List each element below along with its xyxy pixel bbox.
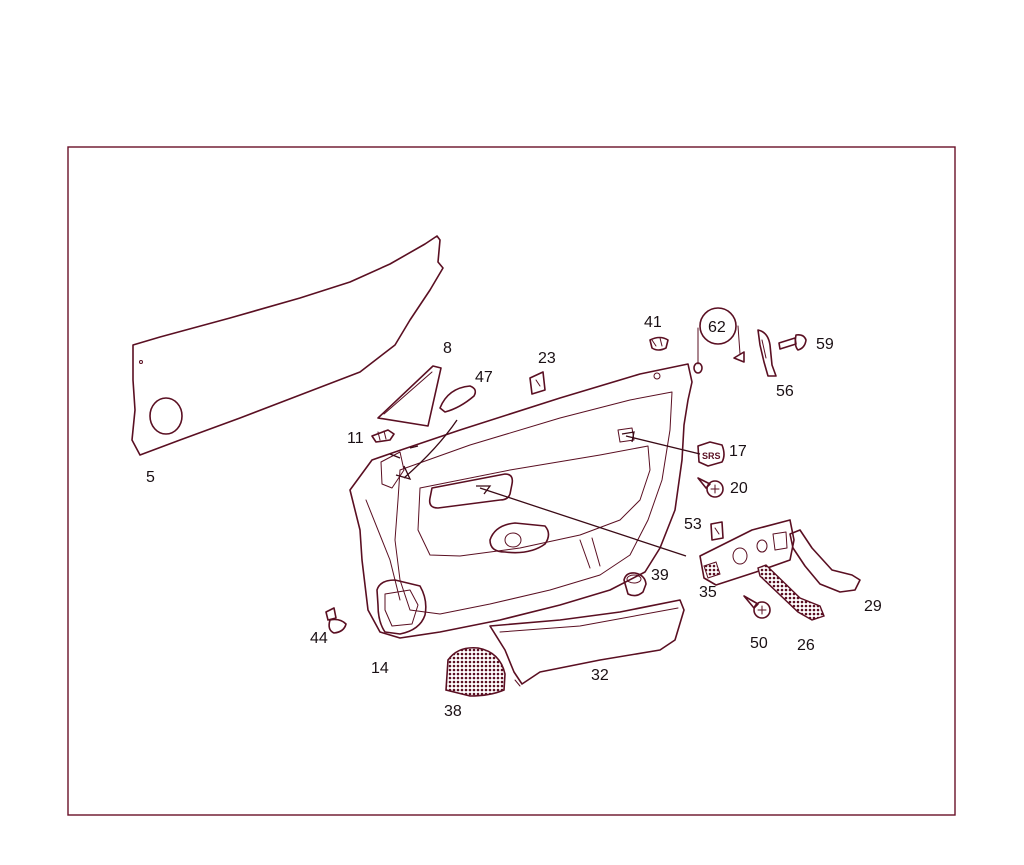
label-41: 41 <box>644 314 662 331</box>
part-41-grommet <box>649 336 669 351</box>
part-35-switch-panel <box>699 519 795 586</box>
label-29: 29 <box>864 598 882 615</box>
label-53: 53 <box>684 516 702 533</box>
label-62: 62 <box>708 319 726 336</box>
label-23: 23 <box>538 350 556 367</box>
label-11: 11 <box>347 430 364 447</box>
part-5-moisture-barrier <box>131 235 444 456</box>
label-5: 5 <box>146 469 155 486</box>
diagram-frame <box>67 146 956 816</box>
label-56: 56 <box>776 383 794 400</box>
part-32-lower-trim-strip <box>489 599 685 687</box>
label-20: 20 <box>730 480 748 497</box>
part-62-callout <box>693 307 745 374</box>
part-26-bracket-strip <box>757 564 825 621</box>
label-26: 26 <box>797 637 815 654</box>
label-38: 38 <box>444 703 462 720</box>
part-23-retainer <box>529 371 546 395</box>
part-8-mirror-triangle <box>377 365 442 427</box>
part-44-screw <box>325 607 347 634</box>
part-50-screw <box>743 595 771 619</box>
part-29-armrest-handle <box>789 529 861 593</box>
label-8: 8 <box>443 340 452 357</box>
leader-lines <box>389 419 701 557</box>
part-17-srs-badge: SRS <box>697 441 725 467</box>
srs-badge-text: SRS <box>702 451 721 461</box>
part-56-bracket <box>757 329 777 377</box>
label-32: 32 <box>591 667 609 684</box>
part-59-screw <box>778 334 807 351</box>
label-47: 47 <box>475 369 493 386</box>
part-38-speaker-grille <box>445 646 506 697</box>
label-50: 50 <box>750 635 768 652</box>
part-47-tweeter-cover <box>439 385 477 413</box>
part-39-plug <box>623 572 647 597</box>
part-labels: 5 8 47 23 11 41 62 59 56 17 20 53 39 35 … <box>146 314 882 720</box>
label-35: 35 <box>699 584 717 601</box>
label-39: 39 <box>651 567 669 584</box>
label-14: 14 <box>371 660 389 677</box>
part-20-screw <box>697 477 724 498</box>
label-44: 44 <box>310 630 328 647</box>
label-59: 59 <box>816 336 834 353</box>
part-11-clip <box>371 429 395 443</box>
label-17: 17 <box>729 443 747 460</box>
part-53-clip <box>710 521 724 541</box>
